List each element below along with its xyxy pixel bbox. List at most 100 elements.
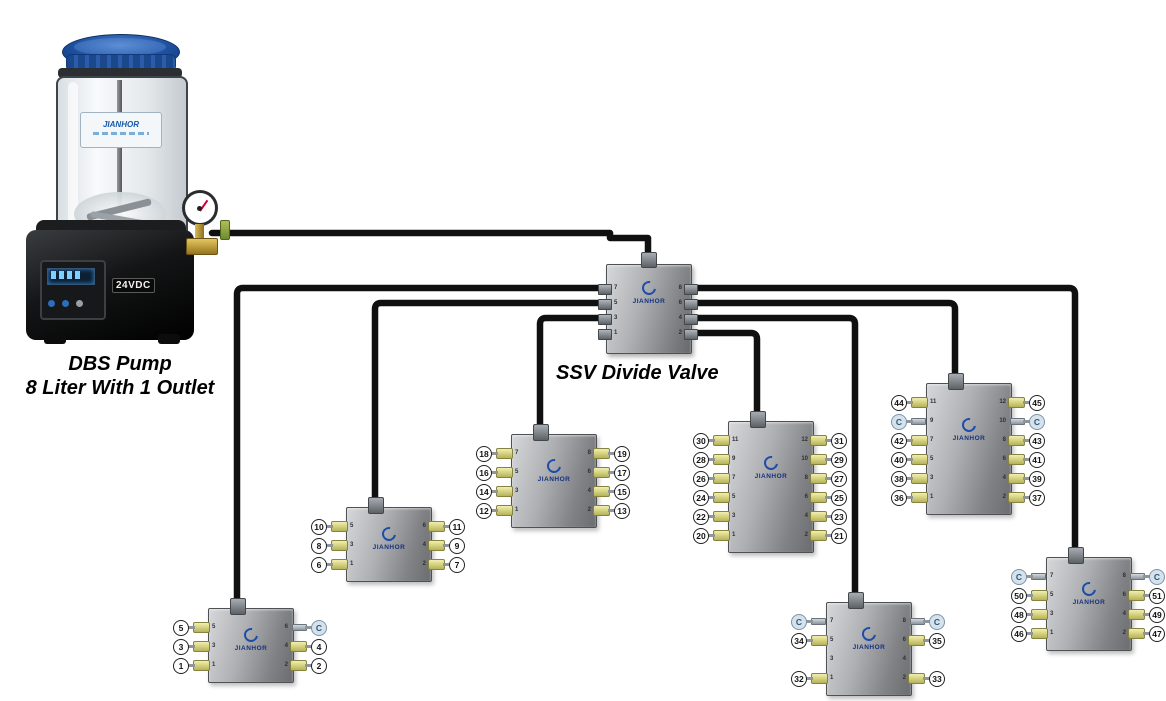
grease-pump: JIANHOR 24VDC xyxy=(14,20,230,350)
outlet-number: 4 xyxy=(311,638,327,655)
brand-swirl-icon xyxy=(379,524,399,544)
gauge-stem xyxy=(195,224,204,240)
grease-fitting xyxy=(713,511,730,522)
hose-main-to-valve-1 xyxy=(233,284,610,604)
port-stud xyxy=(684,283,698,295)
grease-fitting xyxy=(713,435,730,446)
outlet-number: 32 xyxy=(791,670,807,687)
outlet-number: 48 xyxy=(1011,606,1027,623)
connector-stem xyxy=(1023,477,1031,480)
outlet-number: 9 xyxy=(449,537,465,554)
connector-stem xyxy=(490,471,498,474)
port-number: 1 xyxy=(830,674,834,681)
reservoir-label-lines xyxy=(93,132,149,135)
brand-text: JIANHOR xyxy=(632,297,666,305)
outlet-number: 35 xyxy=(929,632,945,649)
outlet-number: 15 xyxy=(614,483,630,500)
port-number: 3 xyxy=(930,474,934,481)
connector-stem xyxy=(707,458,715,461)
reservoir-collar xyxy=(58,68,182,78)
connector-stem xyxy=(608,490,616,493)
outlet-number: 25 xyxy=(831,489,847,506)
port-stud xyxy=(598,328,612,340)
connector-stem xyxy=(490,490,498,493)
brand-logo: JIANHOR xyxy=(729,453,813,482)
port-number: 1 xyxy=(614,329,618,336)
brand-swirl-icon xyxy=(761,453,781,473)
controller-button[interactable] xyxy=(48,300,55,307)
reservoir-brand-text: JIANHOR xyxy=(102,120,139,129)
gauge-hub xyxy=(197,206,202,211)
closed-port-marker: C xyxy=(1029,413,1045,430)
connector-stem xyxy=(905,420,913,423)
outlet-number: 22 xyxy=(693,508,709,525)
bleeder-valve xyxy=(220,220,230,240)
inlet-fitting xyxy=(848,592,864,609)
port-number: 3 xyxy=(1050,610,1054,617)
port-number: 4 xyxy=(678,314,682,321)
connector-stem xyxy=(707,534,715,537)
hose-main-to-valve-6 xyxy=(688,314,859,599)
port-number: 5 xyxy=(830,636,834,643)
port-number: 8 xyxy=(902,617,906,624)
controller-button[interactable] xyxy=(62,300,69,307)
closed-port-marker: C xyxy=(891,413,907,430)
port-number: 1 xyxy=(350,560,354,567)
port-number: 10 xyxy=(801,455,808,462)
connector-stem xyxy=(1025,594,1033,597)
port-number: 12 xyxy=(999,398,1006,405)
plug-fitting xyxy=(911,418,926,425)
outlet-number: 41 xyxy=(1029,451,1045,468)
port-number: 6 xyxy=(1122,591,1126,598)
outlet-number: 10 xyxy=(311,518,327,535)
grease-fitting xyxy=(331,521,348,532)
port-number: 5 xyxy=(1050,591,1054,598)
connector-stem xyxy=(707,439,715,442)
port-number: 5 xyxy=(350,522,354,529)
port-number: 8 xyxy=(804,474,808,481)
brand-swirl-icon xyxy=(639,278,659,298)
outlet-number: 40 xyxy=(891,451,907,468)
outlet-number: 16 xyxy=(476,464,492,481)
closed-port-marker: C xyxy=(791,613,807,630)
connector-stem xyxy=(825,534,833,537)
pump-caption-line1: DBS Pump xyxy=(68,353,172,375)
plug-fitting xyxy=(1031,573,1046,580)
port-number: 8 xyxy=(587,449,591,456)
connector-stem xyxy=(905,496,913,499)
connector-stem xyxy=(1143,613,1151,616)
hose-main-to-valve-3 xyxy=(536,314,610,431)
connector-stem xyxy=(187,645,195,648)
port-number: 6 xyxy=(422,522,426,529)
connector-stem xyxy=(305,664,313,667)
connector-stem xyxy=(1023,439,1031,442)
inlet-fitting xyxy=(368,497,384,514)
outlet-number: 20 xyxy=(693,527,709,544)
grease-fitting xyxy=(811,673,828,684)
outlet-number: 51 xyxy=(1149,587,1165,604)
controller-button[interactable] xyxy=(76,300,83,307)
valve-body: JIANHOR xyxy=(606,264,692,354)
outlet-number: 47 xyxy=(1149,625,1165,642)
grease-fitting xyxy=(1031,628,1048,639)
brand-logo: JIANHOR xyxy=(512,456,596,485)
port-number: 3 xyxy=(614,314,618,321)
grease-fitting xyxy=(911,454,928,465)
port-stud xyxy=(598,283,612,295)
grease-fitting xyxy=(713,530,730,541)
port-number: 4 xyxy=(804,512,808,519)
port-number: 7 xyxy=(732,474,736,481)
port-number: 7 xyxy=(515,449,519,456)
connector-stem xyxy=(1023,458,1031,461)
outlet-number: 44 xyxy=(891,394,907,411)
brand-swirl-icon xyxy=(241,625,261,645)
connector-stem xyxy=(707,477,715,480)
outlet-number: 5 xyxy=(173,619,189,636)
port-number: 6 xyxy=(902,636,906,643)
pump-caption-line2: 8 Liter With 1 Outlet xyxy=(25,377,215,399)
outlet-number: 21 xyxy=(831,527,847,544)
port-number: 3 xyxy=(515,487,519,494)
inlet-fitting xyxy=(750,411,766,428)
brand-text: JIANHOR xyxy=(754,472,788,480)
